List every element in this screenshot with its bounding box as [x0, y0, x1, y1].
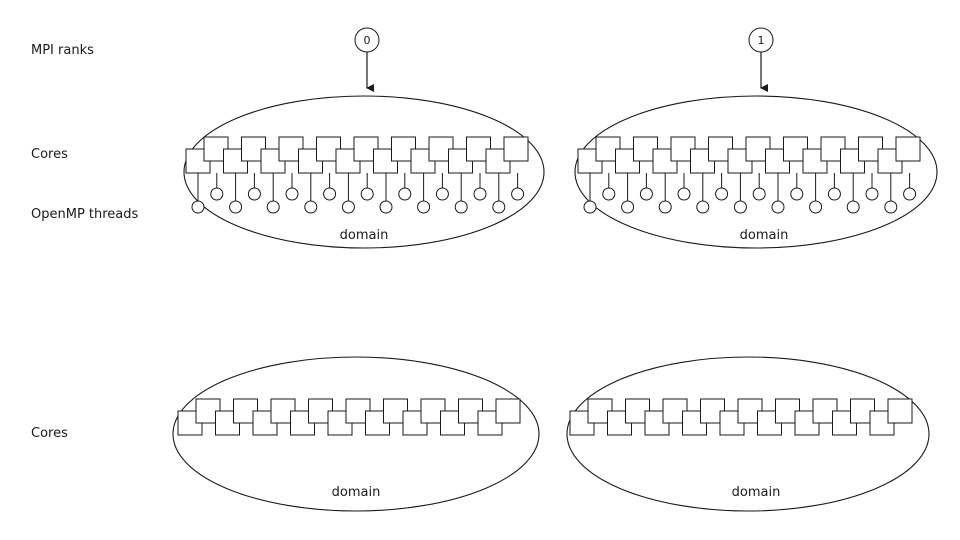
domain-ellipse [566, 356, 930, 512]
openmp-thread-circle [360, 187, 374, 201]
domain-label: domain [332, 485, 381, 500]
openmp-thread-circle [473, 187, 487, 201]
openmp-thread-circle [341, 200, 355, 214]
openmp-thread-circle [304, 200, 318, 214]
openmp-thread-circle [771, 200, 785, 214]
openmp-thread-circle [696, 200, 710, 214]
cores-label-bottom: Cores [31, 426, 68, 441]
openmp-threads-label: OpenMP threads [31, 207, 139, 222]
mpi-rank-label: 0 [364, 34, 371, 47]
openmp-thread-circle [658, 200, 672, 214]
openmp-thread-circle [492, 200, 506, 214]
openmp-thread-circle [398, 187, 412, 201]
openmp-thread-circle [583, 200, 597, 214]
openmp-thread-circle [454, 200, 468, 214]
openmp-thread-circle [827, 187, 841, 201]
core-square [887, 398, 913, 424]
mpi-rank-label: 1 [758, 34, 765, 47]
domain-label: domain [740, 228, 789, 243]
openmp-thread-circle [229, 200, 243, 214]
openmp-thread-circle [752, 187, 766, 201]
openmp-thread-circle [602, 187, 616, 201]
openmp-thread-circle [417, 200, 431, 214]
openmp-thread-circle [191, 200, 205, 214]
openmp-thread-circle [247, 187, 261, 201]
openmp-thread-circle [715, 187, 729, 201]
openmp-thread-circle [790, 187, 804, 201]
openmp-thread-circle [266, 200, 280, 214]
core-square [503, 136, 529, 162]
core-square [495, 398, 521, 424]
openmp-thread-circle [903, 187, 917, 201]
core-square [410, 148, 436, 174]
domain-ellipse [574, 95, 938, 249]
openmp-thread-circle [285, 187, 299, 201]
openmp-thread-circle [677, 187, 691, 201]
domain-label: domain [340, 228, 389, 243]
domain-ellipse [183, 95, 545, 249]
openmp-thread-circle [323, 187, 337, 201]
mpi-ranks-label: MPI ranks [31, 43, 94, 58]
openmp-thread-circle [379, 200, 393, 214]
openmp-thread-circle [210, 187, 224, 201]
domain-ellipse [172, 356, 540, 512]
openmp-thread-circle [621, 200, 635, 214]
openmp-thread-circle [435, 187, 449, 201]
openmp-thread-circle [884, 200, 898, 214]
openmp-thread-circle [511, 187, 525, 201]
cores-label-top: Cores [31, 147, 68, 162]
domain-label: domain [732, 485, 781, 500]
core-square [895, 136, 921, 162]
openmp-thread-circle [733, 200, 747, 214]
openmp-thread-circle [865, 187, 879, 201]
openmp-thread-circle [846, 200, 860, 214]
openmp-thread-circle [809, 200, 823, 214]
openmp-thread-circle [639, 187, 653, 201]
